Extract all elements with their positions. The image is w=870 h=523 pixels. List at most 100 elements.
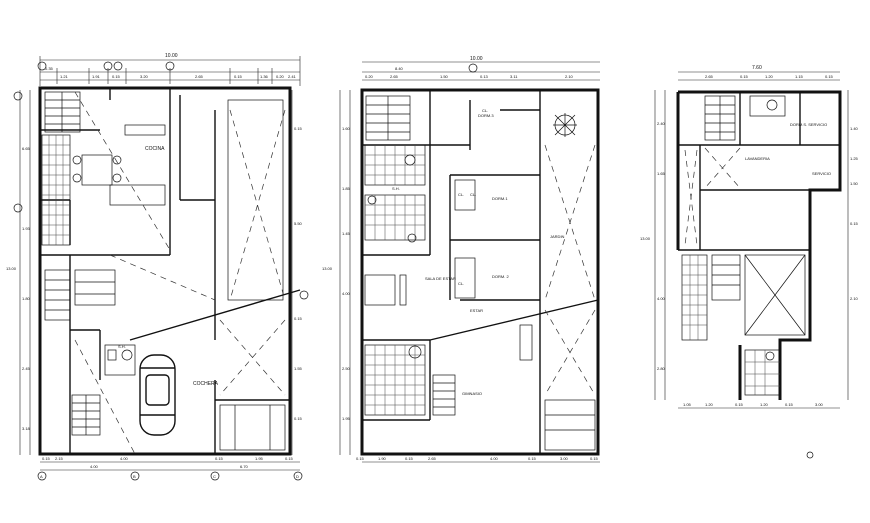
first-bottom-dim-a: 4.00: [90, 464, 99, 469]
second-top-dim-1: 0.20: [365, 74, 374, 79]
first-right-dim-2: 5.50: [294, 221, 303, 226]
second-stair: [365, 95, 411, 141]
first-bottom-dim-2: 2.15: [55, 456, 64, 461]
third-bottom-dim-5: 0.15: [785, 402, 794, 407]
first-right-dim-5: 0.15: [294, 416, 303, 421]
second-gym-tiles: [364, 344, 426, 416]
first-top-dim-1: 0.35: [45, 66, 54, 71]
first-bottom-dim-1: 0.15: [42, 456, 51, 461]
second-sofa: [364, 274, 407, 306]
first-left-dim-2: 1.93: [22, 226, 31, 231]
second-bottom-dim-3: 0.15: [405, 456, 414, 461]
second-closet-4: CL.: [458, 281, 464, 286]
first-stair-mid: [44, 269, 116, 321]
car-icon: [139, 354, 176, 436]
first-top-dim-9: 0.20: [276, 74, 285, 79]
second-room-bath: S.H.: [392, 186, 400, 191]
second-top-total: 8.40: [395, 66, 404, 71]
plan-third-floor: 7.60 2.65 0.15 1.20 1.15 0.15 13.00 2.40…: [640, 65, 859, 459]
second-left-dim-1: 1.60: [342, 126, 351, 131]
second-top-dim-6: 2.10: [565, 74, 574, 79]
third-left-dim-3: 4.00: [657, 296, 666, 301]
plant-icon: [553, 113, 577, 137]
second-top-dim-3: 1.50: [440, 74, 449, 79]
first-bottom-dim-3: 4.00: [120, 456, 129, 461]
first-left-dim-1: 6.65: [22, 146, 31, 151]
third-right-dim-4: 0.15: [850, 221, 859, 226]
first-axis-bubble-left-2: [13, 203, 23, 213]
third-left-dim-4: 2.80: [657, 366, 666, 371]
first-left-dim-5: 3.18: [22, 426, 31, 431]
first-axis-bubble-left-1: [13, 91, 23, 101]
third-bottom-dim-6: 3.00: [815, 402, 824, 407]
third-top-dim-1: 2.65: [705, 74, 714, 79]
second-left-dim-6: 1.95: [342, 416, 351, 421]
first-bath: [104, 344, 136, 376]
first-bottom-dim-6: 0.15: [285, 456, 294, 461]
first-axis-bubble-right: [299, 290, 309, 300]
svg-text:D: D: [296, 474, 299, 479]
first-left-dim-4: 2.45: [22, 366, 31, 371]
first-right-dim-1: 0.15: [294, 126, 303, 131]
second-room-garden: JARDIN: [550, 234, 565, 239]
third-void-diagonals: [684, 147, 741, 246]
first-dining-table: [72, 124, 166, 206]
second-stair-bottom: [432, 374, 456, 416]
second-top-dim-4: 0.13: [480, 74, 489, 79]
first-top-dim-8: 1.36: [260, 74, 269, 79]
second-bottom-right-block: [519, 324, 596, 451]
svg-text:C: C: [213, 474, 216, 479]
third-room-service: SERVICIO: [812, 171, 831, 176]
first-room-kitchen: COCINA: [145, 146, 165, 152]
first-overall-height: 13.00: [6, 266, 17, 271]
second-bottom-dim-2: 1.90: [378, 456, 387, 461]
plan-second-floor: 10.00 8.40 0.20 2.65 1.50 0.13 3.11 2.10…: [322, 56, 600, 463]
second-bath-tiles-mid: [364, 194, 426, 243]
second-closets: [454, 179, 476, 299]
first-bottom-axis-markers: A B C D: [37, 471, 303, 481]
third-tile-grid: [681, 254, 741, 341]
first-room-bath: S.H.: [118, 344, 126, 349]
second-interior-walls: [362, 90, 599, 454]
first-right-dim-3: 0.15: [294, 316, 303, 321]
second-room-gym: GIMNASIO: [462, 391, 482, 396]
first-stair-top: [44, 91, 81, 133]
third-overall-height: 13.00: [640, 236, 651, 241]
second-room-bedroom2: DORM. 2: [492, 274, 509, 279]
first-top-dim-7: 0.15: [234, 74, 243, 79]
first-top-dim-4: 0.15: [112, 74, 121, 79]
second-left-dim-4: 4.00: [342, 291, 351, 296]
first-top-dim-3: 1.91: [92, 74, 101, 79]
second-top-dim-5: 3.11: [510, 74, 518, 79]
third-left-dim-1: 2.40: [657, 121, 666, 126]
first-top-dim-10: 2.41: [288, 74, 297, 79]
second-room-living: SALA DE ESTAR: [425, 276, 456, 281]
third-north-marker: [806, 451, 814, 459]
third-right-dim-3: 1.50: [850, 181, 859, 186]
third-bottom-dim-1: 1.05: [683, 402, 692, 407]
second-bottom-dim-1: 0.15: [356, 456, 365, 461]
second-room-bedroom3: DORM.3: [478, 113, 494, 118]
second-room-bedroom1: DORM.1: [492, 196, 508, 201]
third-right-dim-1: 1.40: [850, 126, 859, 131]
svg-text:A: A: [40, 474, 43, 479]
third-top-dim-4: 1.15: [795, 74, 804, 79]
first-right-dim-4: 1.55: [294, 366, 303, 371]
first-overall-width: 10.00: [165, 53, 178, 59]
second-bottom-dim-5: 4.00: [490, 456, 499, 461]
second-closet-2: CL.: [458, 192, 464, 197]
first-top-dim-6: 2.65: [195, 74, 204, 79]
third-stair: [704, 95, 736, 141]
third-outer-walls: [676, 90, 842, 400]
second-outer-wall: [360, 88, 600, 456]
first-interior-walls: [40, 88, 301, 454]
first-bottom-dim-4: 0.15: [215, 456, 224, 461]
third-left-dim-2: 1.65: [657, 171, 666, 176]
plan-first-floor: 10.00 0.35 1.21 1.91 0.15 3.20 2.65 0.15…: [6, 53, 309, 481]
third-room-laundry: LAVANDERIA: [745, 156, 770, 161]
third-bottom-dim-2: 1.20: [705, 402, 714, 407]
second-bottom-dim-7: 3.00: [560, 456, 569, 461]
third-bottom-dim-4: 1.20: [760, 402, 769, 407]
second-left-dim-5: 2.50: [342, 366, 351, 371]
third-top-dim-2: 0.15: [740, 74, 749, 79]
